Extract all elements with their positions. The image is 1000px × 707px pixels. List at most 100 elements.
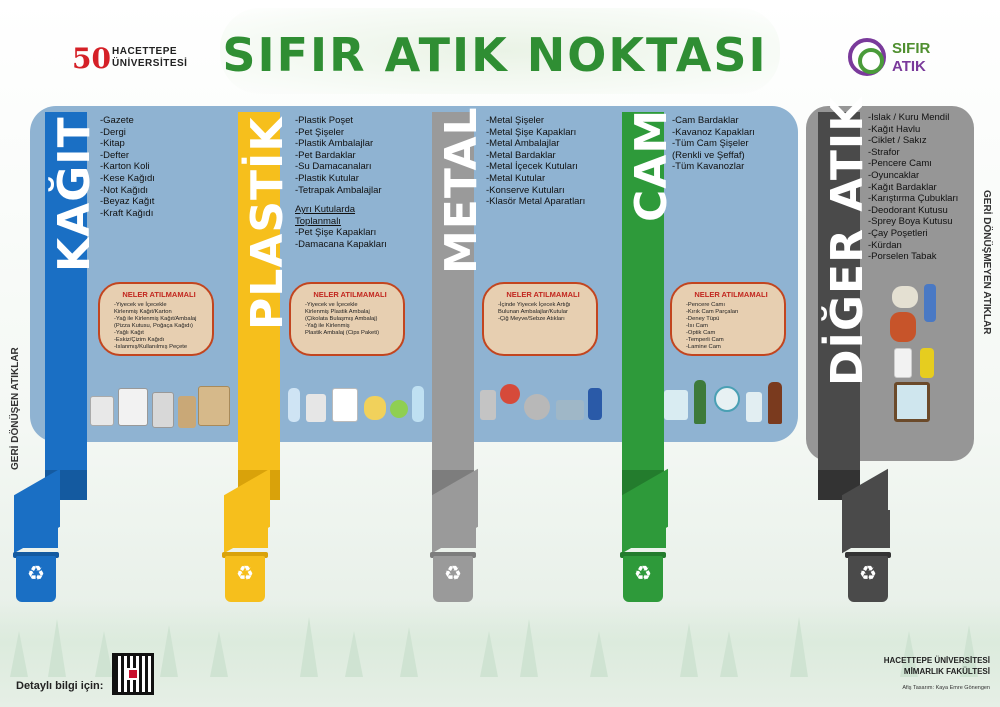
metal-title: METAL <box>436 106 487 274</box>
list-item: -Tetrapak Ambalajlar <box>295 184 382 196</box>
list-item: -Strafor <box>868 146 900 158</box>
list-item: -Oyuncaklar <box>868 169 920 181</box>
glass-items-illustration <box>664 378 792 428</box>
plastik-not-allowed-box: NELER ATILMAMALI -Yiyecek ve İçecekle Ki… <box>289 282 405 356</box>
kagit-title: KAĞIT <box>49 116 100 272</box>
not-allowed-heading: NELER ATILMAMALI <box>122 290 196 299</box>
list-item: -Pet Bardaklar <box>295 149 356 161</box>
university-name-line2: ÜNİVERSİTESİ <box>112 58 188 69</box>
organization-info: HACETTEPE ÜNİVERSİTESİ MİMARLIK FAKÜLTES… <box>820 655 990 677</box>
list-item: -Pet Şişeler <box>295 126 345 138</box>
list-item: -Metal Kutular <box>486 172 546 184</box>
list-item: -Kraft Kağıdı <box>100 207 154 219</box>
list-item: -Kağıt Havlu <box>868 123 921 135</box>
university-logo: 50 HACETTEPE ÜNİVERSİTESİ <box>72 42 192 76</box>
not-allowed-heading: NELER ATILMAMALI <box>506 290 580 299</box>
other-waste-illustration <box>884 284 950 444</box>
not-allowed-item: -Temperli Cam <box>686 337 724 343</box>
list-item: -Kitap <box>100 138 125 150</box>
not-allowed-heading: NELER ATILMAMALI <box>694 290 768 299</box>
metal-items: -Metal Şişeler -Metal Şişe Kapakları -Me… <box>486 115 585 208</box>
not-allowed-heading: NELER ATILMAMALI <box>313 290 387 299</box>
list-item: -Islak / Kuru Mendil <box>868 112 950 123</box>
list-item: -Beyaz Kağıt <box>100 196 155 208</box>
recyclable-side-label: GERİ DÖNÜŞEN ATIKLAR <box>10 347 21 470</box>
list-item: -Porselen Tabak <box>868 251 937 263</box>
list-item: -Kürdan <box>868 239 902 251</box>
zero-waste-emblem-icon <box>848 38 886 76</box>
list-item: -Kağıt Bardaklar <box>868 181 937 193</box>
not-allowed-item: -Optik Cam <box>686 330 716 336</box>
cam-bar <box>622 112 664 482</box>
list-item: -Pencere Camı <box>868 158 932 170</box>
separate-collection-heading: Ayrı Kutularda <box>295 204 356 216</box>
qr-center-logo-icon <box>127 668 139 680</box>
metal-bin-recycle-icon: ♻ <box>433 556 473 602</box>
plastik-bin-recycle-icon: ♻ <box>225 556 265 602</box>
not-allowed-item: -Eskiz/Çizim Kağıdı <box>114 337 165 343</box>
cam-title: CAM <box>626 108 677 222</box>
list-item: -Not Kağıdı <box>100 184 149 196</box>
kagit-items: -Gazete -Dergi -Kitap -Defter -Karton Ko… <box>100 115 155 219</box>
not-allowed-item: -Islanmış/Kullanılmış Peçete <box>114 344 188 350</box>
page-title: SIFIR ATIK NOKTASI <box>222 28 768 82</box>
not-allowed-item: Kirlenmiş Kağıt/Karton <box>114 309 172 315</box>
list-item: -Ciklet / Sakız <box>868 135 927 147</box>
list-item: -Tüm Kavanozlar <box>672 161 745 173</box>
qr-code-icon[interactable] <box>112 653 154 695</box>
list-item: -Çay Poşetleri <box>868 227 928 239</box>
kagit-not-allowed-box: NELER ATILMAMALI -Yiyecek ve İçecekle Ki… <box>98 282 214 356</box>
org-line1: HACETTEPE ÜNİVERSİTESİ <box>883 656 990 665</box>
org-line2: MİMARLIK FAKÜLTESİ <box>903 667 990 676</box>
non-recyclable-side-label: GERİ DÖNÜŞMEYEN ATIKLAR <box>981 190 992 335</box>
diger-items: -Islak / Kuru Mendil -Kağıt Havlu -Cikle… <box>868 112 958 263</box>
list-item: -Plastik Poşet <box>295 115 354 126</box>
metal-bar <box>432 112 474 482</box>
list-item: -Kese Kağıdı <box>100 172 155 184</box>
list-item: -Damacana Kapakları <box>295 238 387 250</box>
list-item: -Tüm Cam Şişeler <box>672 138 749 150</box>
kagit-bin-recycle-icon: ♻ <box>16 556 56 602</box>
not-allowed-item: -Lamine Cam <box>686 344 721 350</box>
cam-bin-recycle-icon: ♻ <box>623 556 663 602</box>
university-name-line1: HACETTEPE <box>112 46 178 57</box>
plastic-items-illustration <box>286 382 426 432</box>
list-item: -Metal İçecek Kutuları <box>486 161 578 173</box>
list-item: -Pet Şişe Kapakları <box>295 227 377 239</box>
paper-items-illustration <box>90 382 230 432</box>
details-label: Detaylı bilgi için: <box>16 680 104 692</box>
not-allowed-item: -Çiğ Meyve/Sebze Atıkları <box>498 316 565 322</box>
separate-collection-heading: Toplanmalı <box>295 215 341 227</box>
list-item: -Klasör Metal Aparatları <box>486 196 586 208</box>
zero-waste-logo: SIFIR ATIK <box>848 36 958 80</box>
list-item: -Karıştırma Çubukları <box>868 193 959 205</box>
list-item: -Sprey Boya Kutusu <box>868 216 953 228</box>
diger-bar <box>818 112 860 482</box>
design-credit: Afiş Tasarım: Kaya Emre Gönengen <box>902 685 990 691</box>
zero-waste-line2: ATIK <box>892 58 926 75</box>
list-item: -Dergi <box>100 126 126 138</box>
list-item: -Metal Şişeler <box>486 115 545 126</box>
not-allowed-item: -Yağlı Kağıt <box>114 330 144 336</box>
list-item: -Defter <box>100 149 130 161</box>
not-allowed-item: (Pizza Kutusu, Poğaça Kağıdı) <box>114 323 193 329</box>
list-item: (Renkli ve Şeffaf) <box>672 149 745 161</box>
not-allowed-item: Bulunan Ambalajlar/Kutular <box>498 309 568 315</box>
not-allowed-item: -Yağ ile Kirlenmiş Kağıt/Ambalaj <box>114 316 197 322</box>
cam-not-allowed-box: NELER ATILMAMALI -Pencere Camı -Kırık Ca… <box>670 282 786 356</box>
not-allowed-item: -Pencere Camı <box>686 302 725 308</box>
not-allowed-item: -İçinde Yiyecek İçecek Artığı <box>498 302 571 308</box>
cam-items: -Cam Bardaklar -Kavanoz Kapakları -Tüm C… <box>672 115 755 173</box>
list-item: -Konserve Kutuları <box>486 184 565 196</box>
list-item: -Cam Bardaklar <box>672 115 739 126</box>
plastik-title: PLASTİK <box>242 116 293 330</box>
not-allowed-item: -Yiyecek ve İçecekle <box>114 302 167 308</box>
not-allowed-item: -Yiyecek ve İçecekle <box>305 302 358 308</box>
zero-waste-line1: SIFIR <box>892 40 931 57</box>
not-allowed-item: Kirlenmiş Plastik Ambalaj <box>305 309 370 315</box>
not-allowed-item: -Yağ ile Kirlenmiş <box>305 323 350 329</box>
list-item: -Metal Şişe Kapakları <box>486 126 577 138</box>
list-item: -Plastik Ambalajlar <box>295 138 374 150</box>
title-background <box>220 8 780 94</box>
list-item: -Su Damacanaları <box>295 161 372 173</box>
